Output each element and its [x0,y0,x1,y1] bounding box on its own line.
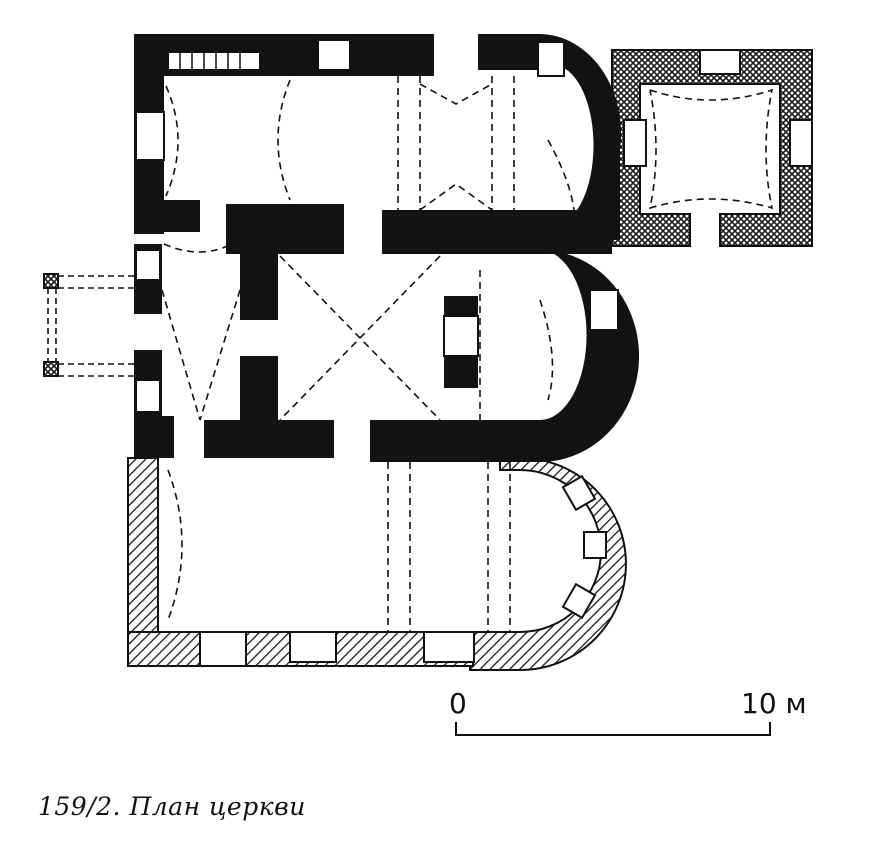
south-pier [204,356,334,458]
middle-apse [370,250,640,462]
window-opening [623,119,647,167]
west-porch [43,273,134,377]
annex-walls [611,49,813,247]
window-opening [537,41,565,77]
wall-openings [135,39,619,413]
window-opening [699,49,741,75]
window-opening [317,39,351,71]
window-opening [289,631,337,663]
figure-caption: 159/2. План церкви [38,792,306,821]
vault-lines [161,76,774,632]
window-opening [199,631,247,667]
window-opening [583,531,607,559]
porch-post [43,361,59,377]
window-opening [135,249,161,281]
window-opening [561,582,597,620]
central-wall-north [382,210,612,254]
stair-lines [179,52,241,70]
north-apse [478,34,622,240]
window-opening [423,631,475,663]
south-apse-hatched [469,457,627,671]
scale-end-label: 10 м [741,687,807,720]
north-west-pillar-ledge [160,200,200,232]
north-pier [226,204,344,320]
window-opening [561,474,597,512]
solid-walls [134,34,640,462]
window-opening [589,289,619,331]
window-opening [135,379,161,413]
hatched-south-wing [127,457,627,671]
window-opening [789,119,813,167]
window-opening [135,111,165,161]
cross-hatched-annex [611,49,813,247]
scale-start-label: 0 [449,687,467,720]
west-wall-corner [134,416,174,458]
porch-post [43,273,59,289]
stair-steps [167,51,261,71]
window-opening [443,315,479,357]
scale-bar [455,722,771,736]
